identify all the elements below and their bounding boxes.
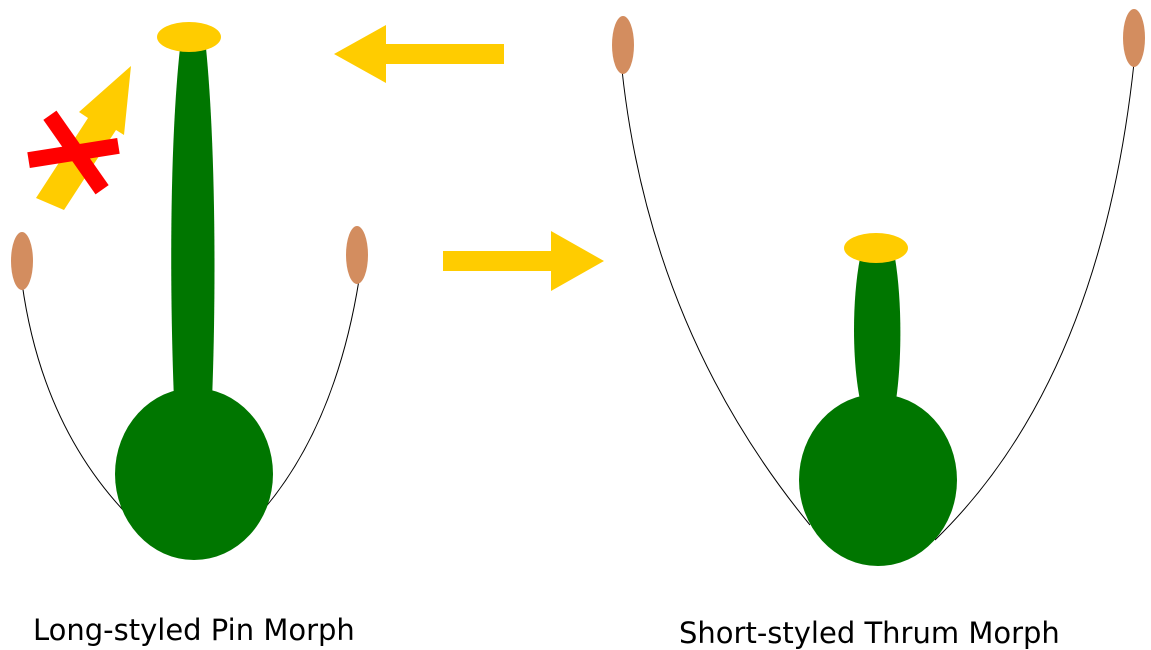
- pin-ovary: [115, 388, 273, 560]
- thrum-stigma: [844, 233, 908, 263]
- pin-style: [171, 48, 215, 400]
- x-mark-icon: [27, 110, 120, 195]
- arrow-left-icon: [334, 25, 504, 83]
- blocked-pollen-arrow: [27, 66, 131, 210]
- thrum-filament-right: [934, 62, 1135, 541]
- pin-stigma: [157, 22, 221, 52]
- thrum-morph-caption: Short-styled Thrum Morph: [679, 616, 1060, 650]
- diagonal-arrow: [36, 66, 131, 210]
- pin-morph-flower: [11, 22, 368, 560]
- pin-morph-caption: Long-styled Pin Morph: [33, 613, 355, 647]
- pin-anther-right: [346, 226, 368, 284]
- thrum-ovary: [799, 394, 957, 566]
- thrum-anther-left: [612, 16, 634, 74]
- thrum-style: [854, 258, 901, 400]
- thrum-anther-right: [1123, 9, 1145, 67]
- arrow-right-icon: [443, 231, 604, 291]
- pin-anther-left: [11, 232, 33, 290]
- thrum-morph-flower: [612, 9, 1145, 566]
- thrum-filament-left: [621, 69, 811, 526]
